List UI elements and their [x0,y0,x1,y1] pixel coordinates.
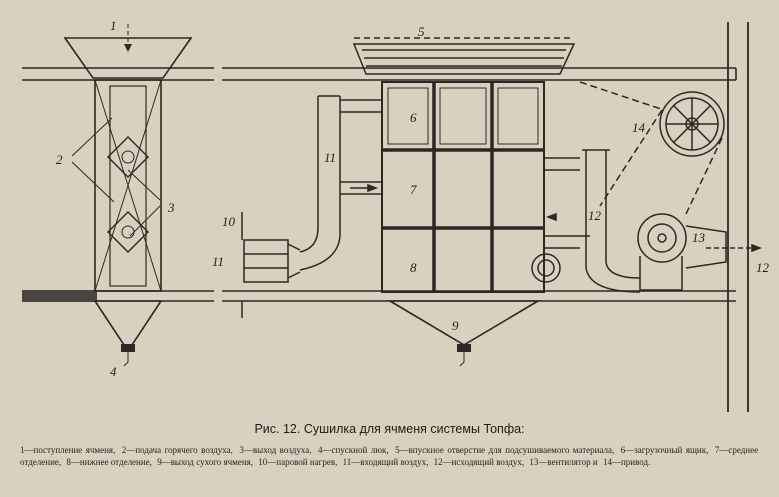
figure-caption: Рис. 12. Сушилка для ячменя системы Топф… [254,422,525,436]
legend-item: 5—впускное отверстие для подсушиваемого … [395,445,615,455]
right-wall [727,22,749,412]
legend-item: 6—загрузочный ящик, [620,445,709,455]
legend-item: 12—исходящий воздух, [433,457,525,467]
legend-item: 8—нижнее отделение, [66,457,152,467]
legend-item: 13—вентилятор и [529,457,598,467]
label-1: 1 [110,18,117,33]
legend-item: 3—выход воздуха, [239,445,312,455]
label-12-outlet: 12 [756,260,770,275]
leader-lines [71,117,161,237]
feed-hopper [352,37,576,75]
inlet-duct [241,95,382,318]
legend-item: 11—входящий воздух, [342,457,429,467]
fan [637,213,763,291]
label-11-inlet: 11 [212,254,224,269]
label-13: 13 [692,230,706,245]
drive-wheel [579,81,725,215]
legend-item: 2—подача горячего воздуха, [121,445,233,455]
outlet-duct [531,149,641,293]
label-11: 11 [324,150,336,165]
ceiling-beam [22,67,737,81]
legend-item: 9—выход сухого ячменя, [157,457,254,467]
figure-legend: 1—поступление ячменя, 2—подача горячего … [20,444,758,468]
left-tower [63,24,193,367]
label-3: 3 [167,200,175,215]
drying-cabinet [381,81,545,367]
legend-item: 14—привод. [602,457,651,467]
label-4: 4 [110,364,117,379]
label-6: 6 [410,110,417,125]
label-12: 12 [588,208,602,223]
label-7: 7 [410,182,417,197]
legend-item: 10—паровой нагрев, [258,457,338,467]
label-14: 14 [632,120,646,135]
label-10: 10 [222,214,236,229]
legend-item: 1—поступление ячменя, [20,445,116,455]
label-5: 5 [418,24,425,39]
label-9: 9 [452,318,459,333]
legend-item: 4—спускной люк, [317,445,389,455]
label-8: 8 [410,260,417,275]
legend-item: 7—среднее отделение, [20,445,759,467]
label-2: 2 [56,152,63,167]
